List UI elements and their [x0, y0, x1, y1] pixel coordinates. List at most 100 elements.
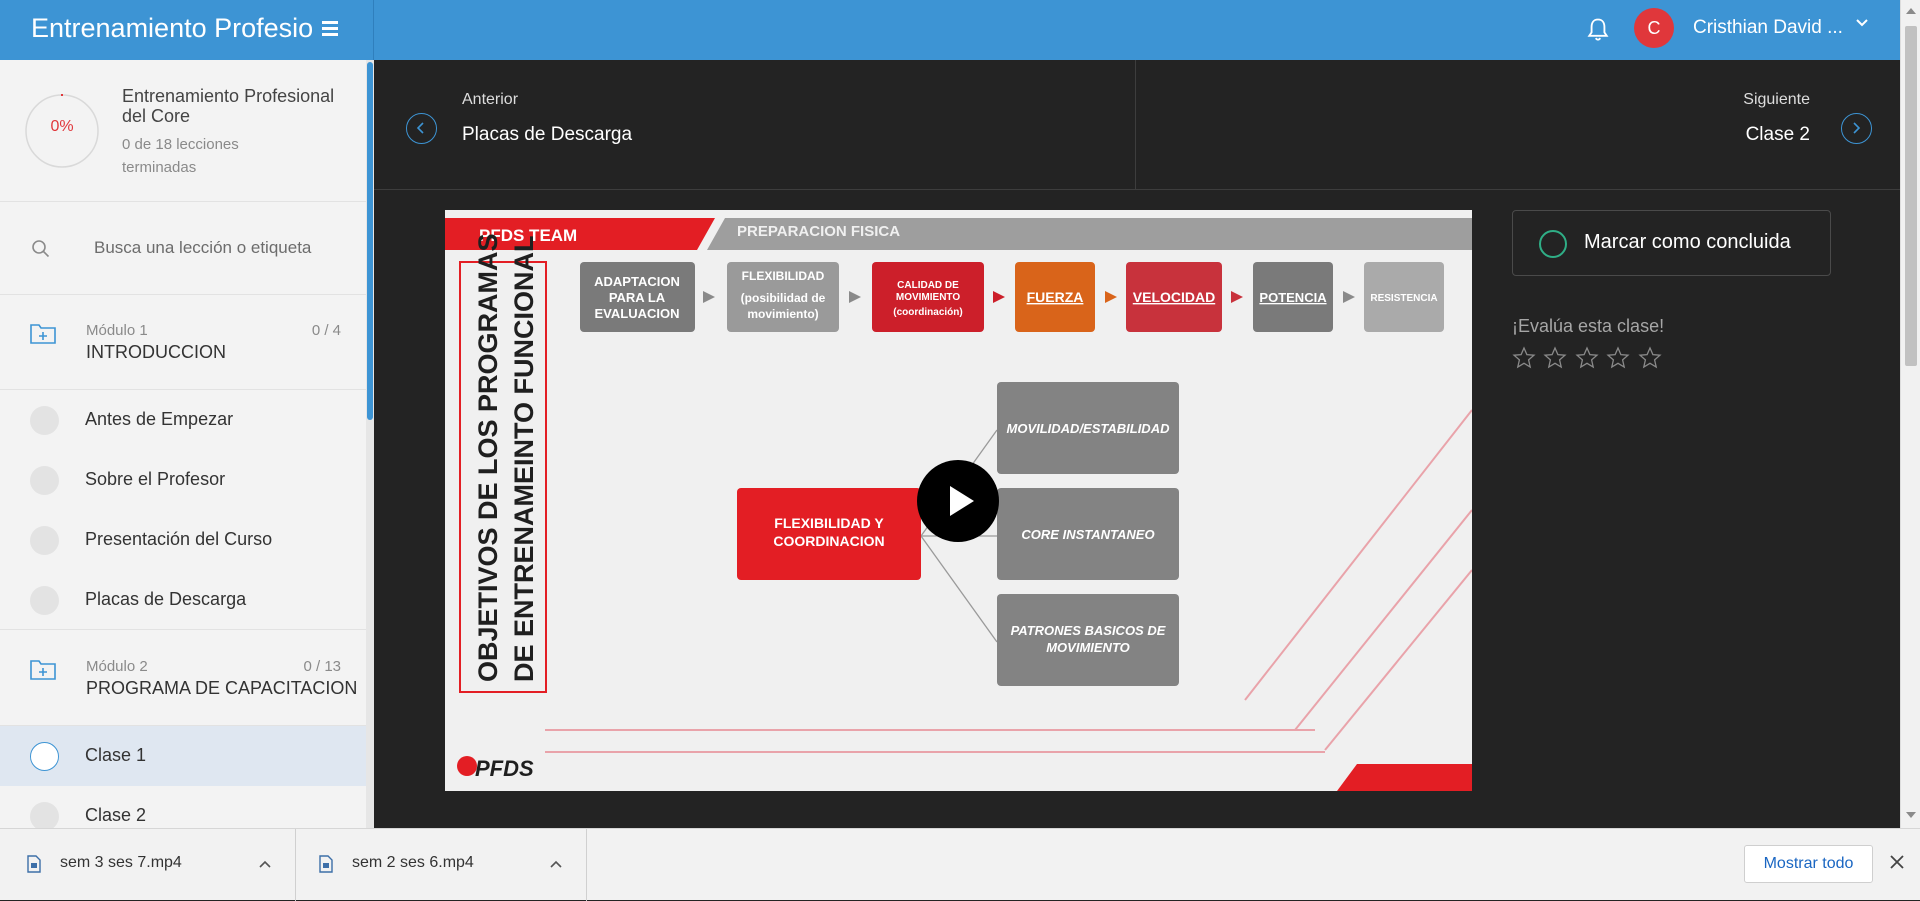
step-0-line2: PARA LA	[609, 290, 666, 305]
chevron-right-icon[interactable]	[1841, 113, 1872, 144]
video-player[interactable]: PFDS TEAM PREPARACION FISICA OBJETIVOS D…	[445, 210, 1472, 791]
lesson-title: Clase 2	[85, 805, 147, 825]
video-frame: PFDS TEAM PREPARACION FISICA OBJETIVOS D…	[445, 210, 1472, 791]
sidebar-scrollbar[interactable]	[366, 60, 374, 828]
step-1-line1: FLEXIBILIDAD	[742, 269, 825, 283]
video-vertical-title-1: OBJETIVOS DE LOS PROGRAMAS	[473, 233, 503, 682]
center-box	[737, 488, 921, 580]
step-box-2	[872, 262, 984, 332]
step-box-5	[1253, 262, 1333, 332]
step-2-line1: CALIDAD DE	[897, 280, 959, 291]
step-2-line2: MOVIMIENTO	[896, 292, 960, 303]
chevron-up-icon[interactable]	[549, 857, 563, 871]
module-title: PROGRAMA DE CAPACITACION	[86, 678, 358, 698]
play-button[interactable]	[917, 460, 999, 542]
lesson-status-icon	[30, 586, 59, 615]
download-filename: sem 3 ses 7.mp4	[60, 854, 182, 871]
download-item[interactable]: sem 3 ses 7.mp4	[0, 829, 296, 901]
branch-box-1	[997, 488, 1179, 580]
lesson-sidebar: 0% Entrenamiento Profesional del Core 0 …	[0, 60, 374, 828]
lesson-title: Clase 1	[85, 745, 147, 765]
star-icon[interactable]	[1543, 346, 1568, 370]
step-4-line1: VELOCIDAD	[1133, 289, 1215, 305]
module-count: 0 / 13	[303, 658, 341, 675]
user-name[interactable]: Cristhian David ...	[1693, 17, 1843, 38]
lesson-item[interactable]: Antes de Empezar	[0, 390, 366, 450]
branch-box-0	[997, 382, 1179, 474]
file-icon	[319, 855, 333, 873]
progress-ring	[25, 94, 99, 168]
step-1-line2: (posibilidad de	[741, 291, 826, 305]
lesson-status-icon	[30, 406, 59, 435]
module-label: Módulo 1	[86, 322, 148, 339]
star-icon[interactable]	[1638, 346, 1662, 370]
lesson-item-active[interactable]: Clase 1	[0, 726, 366, 786]
download-item[interactable]: sem 2 ses 6.mp4	[296, 829, 587, 901]
page-scrollbar[interactable]	[1900, 0, 1920, 828]
chevron-left-icon[interactable]	[406, 113, 437, 144]
step-box-4	[1126, 262, 1222, 332]
video-team-label: PFDS TEAM	[479, 226, 577, 245]
lesson-item[interactable]: Clase 2	[0, 786, 366, 828]
step-1-line3: movimiento)	[747, 307, 818, 321]
search-icon	[32, 240, 50, 258]
top-bar: Entrenamiento Profesional del Core C Cri…	[0, 0, 1900, 60]
avatar[interactable]: C	[1634, 8, 1674, 48]
lesson-status-icon	[30, 526, 59, 555]
branch-1-line1: CORE INSTANTANEO	[1021, 527, 1154, 542]
folder-plus-icon	[30, 660, 56, 680]
lesson-status-icon	[30, 802, 59, 828]
progress-course-name: Entrenamiento Profesional del Core	[122, 86, 335, 126]
lesson-title: Antes de Empezar	[85, 409, 234, 429]
lesson-item[interactable]: Placas de Descarga	[0, 570, 366, 630]
lesson-title: Presentación del Curso	[85, 529, 273, 549]
sidebar-scrollbar-thumb[interactable]	[367, 62, 373, 420]
play-icon	[950, 486, 974, 516]
step-box-6	[1364, 262, 1444, 332]
step-6-line1: RESISTENCIA	[1370, 293, 1437, 304]
star-rating[interactable]	[1512, 346, 1665, 370]
progress-lessons-count: 0 de 18 lecciones terminadas	[122, 136, 239, 176]
lesson-item[interactable]: Presentación del Curso	[0, 510, 366, 570]
module-2-header[interactable]: Módulo 2 0 / 13 PROGRAMA DE CAPACITACION	[0, 631, 366, 726]
module-label: Módulo 2	[86, 658, 148, 675]
course-title[interactable]: Entrenamiento Profesional del Core	[31, 13, 314, 43]
step-3-line1: FUERZA	[1027, 289, 1084, 305]
chevron-up-icon[interactable]	[258, 857, 272, 871]
scroll-down-icon[interactable]	[1906, 812, 1916, 818]
branch-2-line2: MOVIMIENTO	[1046, 640, 1130, 655]
scroll-up-icon[interactable]	[1906, 8, 1916, 14]
module-1-header[interactable]: Módulo 1 0 / 4 INTRODUCCION	[0, 295, 366, 390]
chevron-down-icon[interactable]	[1854, 15, 1870, 31]
close-icon[interactable]	[1888, 853, 1906, 871]
step-box-0	[580, 262, 695, 332]
folder-plus-icon	[30, 324, 56, 344]
star-icon[interactable]	[1512, 346, 1536, 370]
step-0-line1: ADAPTACION	[594, 274, 680, 289]
center-box-line1: FLEXIBILIDAD Y	[774, 515, 884, 531]
step-box-1	[727, 262, 839, 332]
star-icon[interactable]	[1575, 346, 1599, 370]
downloads-bar: sem 3 ses 7.mp4 sem 2 ses 6.mp4 Mostrar …	[0, 828, 1920, 901]
download-filename: sem 2 ses 6.mp4	[352, 854, 474, 871]
next-lesson-link[interactable]: Siguiente Clase 2	[1136, 60, 1900, 190]
branch-box-2	[997, 594, 1179, 686]
next-title: Clase 2	[1745, 124, 1810, 145]
mark-complete-label: Marcar como concluida	[1584, 231, 1791, 253]
step-boxes: ADAPTACION PARA LA EVALUACION FLEXIBILID…	[580, 262, 1444, 332]
course-progress: 0% Entrenamiento Profesional del Core 0 …	[0, 60, 366, 202]
lesson-status-icon	[30, 742, 59, 771]
bell-icon[interactable]	[1584, 16, 1612, 44]
search-input[interactable]	[92, 232, 342, 264]
lesson-item[interactable]: Sobre el Profesor	[0, 450, 366, 510]
video-vertical-title-2: DE ENTRENAMEINTO FUNCIONAL	[509, 235, 539, 682]
menu-icon[interactable]	[322, 19, 344, 39]
show-all-downloads-button[interactable]: Mostrar todo	[1744, 845, 1873, 883]
star-icon[interactable]	[1606, 346, 1630, 370]
step-2-line3: (coordinación)	[893, 307, 962, 318]
page-scrollbar-thumb[interactable]	[1905, 26, 1917, 366]
step-box-3	[1015, 262, 1095, 332]
mark-complete-button[interactable]: Marcar como concluida	[1512, 210, 1831, 276]
previous-lesson-link[interactable]: Anterior Placas de Descarga	[374, 60, 1136, 190]
lesson-navigation: Anterior Placas de Descarga Siguiente Cl…	[374, 60, 1900, 190]
